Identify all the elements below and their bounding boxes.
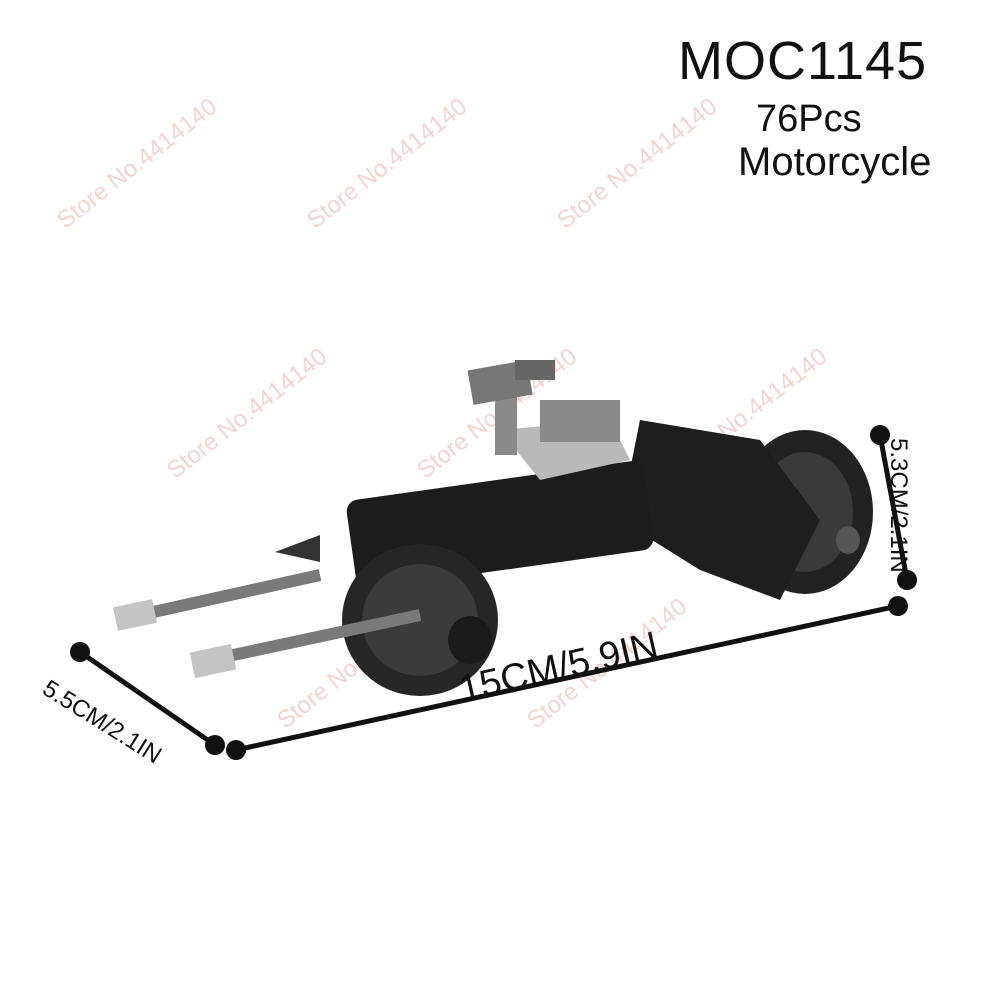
piece-count: 76Pcs (756, 98, 862, 140)
seat-top (540, 400, 620, 442)
product-kind: Motorcycle (738, 140, 932, 184)
grip (515, 360, 555, 380)
model-number: MOC1145 (678, 31, 928, 91)
rear-frame (620, 420, 820, 600)
dimension-lines (70, 425, 917, 760)
front-cannons (112, 535, 422, 679)
height-label: 5.3CM/2.1IN (885, 438, 912, 573)
handlebar-post (495, 385, 517, 455)
